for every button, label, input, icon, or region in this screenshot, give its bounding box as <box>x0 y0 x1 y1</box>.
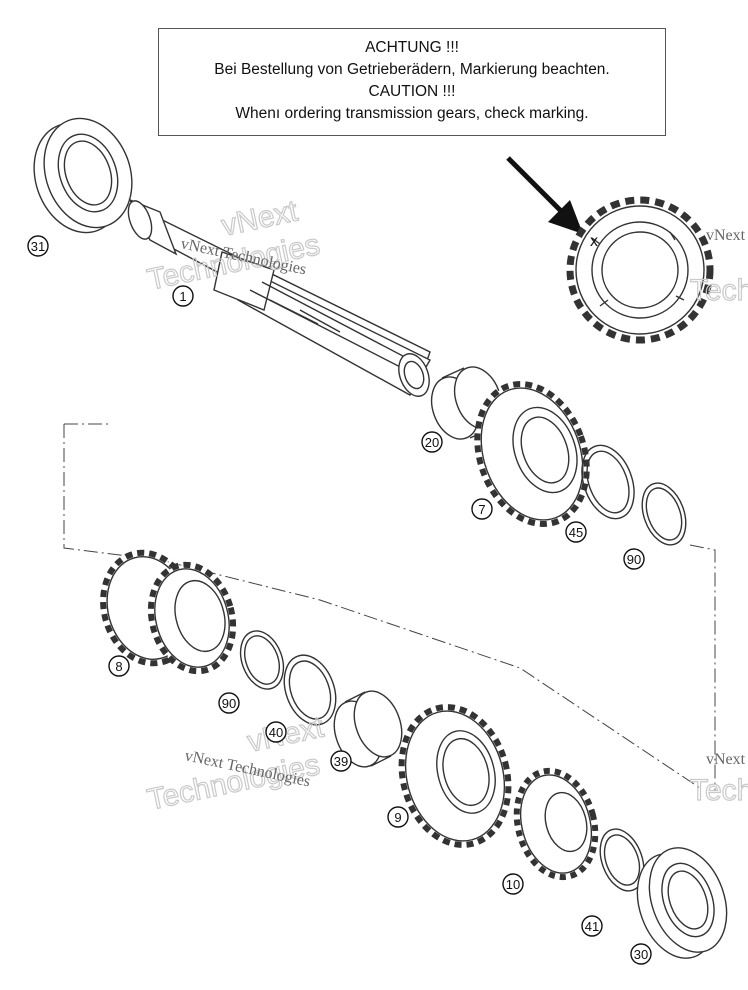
gear-10 <box>513 767 599 881</box>
svg-text:90: 90 <box>222 696 236 711</box>
bearing-30 <box>636 847 728 959</box>
svg-text:20: 20 <box>425 435 439 450</box>
notice-line-1: ACHTUNG !!! <box>365 39 459 56</box>
watermark-edge-small-2: vNext <box>706 751 746 768</box>
watermark-edge-small-1: vNext <box>706 227 746 244</box>
callout-90-bottom: 90 <box>218 692 240 714</box>
svg-text:45: 45 <box>569 525 583 540</box>
notice-line-3: CAUTION !!! <box>368 83 456 100</box>
circlip-90-bottom <box>239 630 285 690</box>
marked-gear <box>566 196 714 344</box>
callout-30: 30 <box>630 943 652 965</box>
watermark-edge-big-1: Tech <box>690 274 748 307</box>
callout-1: 1 <box>172 285 194 307</box>
svg-text:10: 10 <box>506 877 520 892</box>
svg-text:90: 90 <box>627 552 641 567</box>
watermark-edge-big-2: Tech <box>690 774 748 807</box>
gear-8 <box>100 549 237 675</box>
callout-7: 7 <box>471 498 493 520</box>
callout-9: 9 <box>387 806 409 828</box>
marking-arrow <box>506 156 583 234</box>
callout-41: 41 <box>581 915 603 937</box>
ring-40 <box>283 654 337 726</box>
watermark-edge: vNext Tech vNext Tech <box>689 227 748 808</box>
ring-41 <box>599 828 645 892</box>
svg-text:1: 1 <box>179 289 186 304</box>
ring-45 <box>581 444 635 520</box>
caution-notice-box: ACHTUNG !!! Bei Bestellung von Getrieber… <box>158 28 666 136</box>
watermark-bottom: vNext Technologies vNext Technologies <box>144 710 328 818</box>
callout-8: 8 <box>108 655 130 677</box>
assembly-axis-lines <box>63 423 716 790</box>
callout-39: 39 <box>330 750 352 772</box>
svg-text:41: 41 <box>585 919 599 934</box>
svg-text:7: 7 <box>478 502 485 517</box>
svg-text:31: 31 <box>31 239 45 254</box>
svg-text:40: 40 <box>269 725 283 740</box>
marking-symbol: x <box>590 233 598 250</box>
bushing-39 <box>333 690 403 768</box>
callout-45: 45 <box>565 521 587 543</box>
callout-31: 31 <box>27 235 49 257</box>
main-shaft-1 <box>127 198 431 397</box>
callout-90-top: 90 <box>623 548 645 570</box>
svg-text:39: 39 <box>334 754 348 769</box>
callout-20: 20 <box>421 431 443 453</box>
notice-line-4: Whenı ordering transmission gears, check… <box>235 105 589 122</box>
notice-line-2: Bei Bestellung von Getrieberädern, Marki… <box>214 61 610 78</box>
gear-9 <box>398 704 512 848</box>
callout-10: 10 <box>502 873 524 895</box>
callout-40: 40 <box>265 721 287 743</box>
gear-7 <box>474 381 590 527</box>
svg-text:30: 30 <box>634 947 648 962</box>
svg-text:9: 9 <box>394 810 401 825</box>
circlip-90-top <box>641 482 687 546</box>
bearing-31 <box>33 117 133 234</box>
part-callouts: 31 1 20 7 45 90 <box>27 235 652 965</box>
svg-text:8: 8 <box>115 659 122 674</box>
